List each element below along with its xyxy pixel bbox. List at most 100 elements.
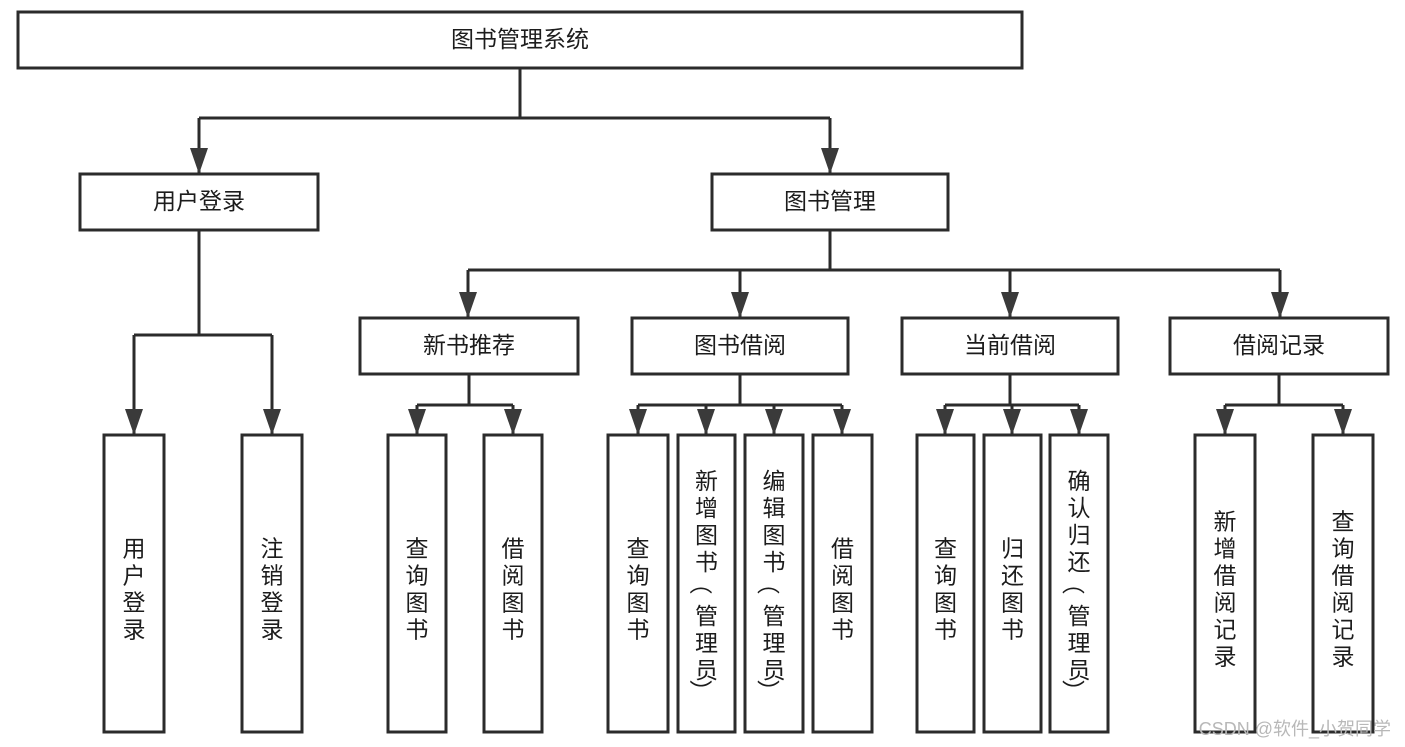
node-label-char: 理 bbox=[695, 630, 718, 656]
arrow-head-icon bbox=[1070, 409, 1088, 435]
node-box-leaf-query-book-current[interactable] bbox=[915, 433, 976, 734]
node-label-root: 图书管理系统 bbox=[451, 26, 589, 52]
node-label-char: 记 bbox=[1332, 617, 1355, 643]
node-label-char: 借 bbox=[502, 536, 525, 562]
node-label-user-login: 用户登录 bbox=[153, 188, 245, 214]
node-label-char: （ bbox=[687, 572, 713, 595]
arrow-head-icon bbox=[504, 409, 522, 435]
node-label-char: 理 bbox=[763, 630, 786, 656]
node-label-char: 用 bbox=[123, 536, 146, 562]
node-label-char: 书 bbox=[763, 549, 786, 575]
node-label-char: 查 bbox=[934, 536, 957, 562]
node-box-leaf-add-record[interactable] bbox=[1193, 433, 1257, 734]
node-label-char: 图 bbox=[502, 590, 525, 616]
node-label-char: ） bbox=[687, 680, 713, 703]
node-label-char: 阅 bbox=[502, 563, 525, 589]
arrow-head-icon bbox=[1271, 292, 1289, 318]
node-box-user-login[interactable] bbox=[78, 172, 320, 232]
node-box-new-book-recommend[interactable] bbox=[358, 316, 580, 376]
node-box-leaf-add-book[interactable] bbox=[676, 433, 737, 734]
node-label-char: 辑 bbox=[763, 495, 786, 521]
node-book-borrow[interactable]: 图书借阅 bbox=[630, 316, 850, 376]
node-user-login[interactable]: 用户登录 bbox=[78, 172, 320, 232]
node-label-char: 员 bbox=[1068, 657, 1091, 683]
arrow-head-icon bbox=[833, 409, 851, 435]
node-label-book-borrow: 图书借阅 bbox=[694, 332, 786, 358]
arrow-head-icon bbox=[190, 148, 208, 174]
node-box-book-borrow[interactable] bbox=[630, 316, 850, 376]
arrow-head-icon bbox=[1001, 292, 1019, 318]
node-label-char: 阅 bbox=[831, 563, 854, 589]
node-label-borrow-record: 借阅记录 bbox=[1233, 332, 1325, 358]
node-label-char: 归 bbox=[1001, 536, 1024, 562]
node-box-leaf-edit-book[interactable] bbox=[743, 433, 805, 734]
node-label-char: 户 bbox=[123, 563, 146, 589]
arrow-head-icon bbox=[1003, 409, 1021, 435]
node-label-char: 书 bbox=[627, 617, 650, 643]
arrow-head-icon bbox=[936, 409, 954, 435]
node-label-char: 图 bbox=[1001, 590, 1024, 616]
arrow-head-icon bbox=[125, 409, 143, 435]
node-box-leaf-query-record[interactable] bbox=[1311, 433, 1375, 734]
node-new-book-recommend[interactable]: 新书推荐 bbox=[358, 316, 580, 376]
node-box-leaf-query-book-borrow[interactable] bbox=[606, 433, 670, 734]
node-current-borrow[interactable]: 当前借阅 bbox=[900, 316, 1120, 376]
node-label-char: 查 bbox=[1332, 509, 1355, 535]
arrow-head-icon bbox=[1334, 409, 1352, 435]
node-label-char: 录 bbox=[123, 617, 146, 643]
node-label-char: 询 bbox=[406, 563, 429, 589]
node-box-leaf-borrow-book[interactable] bbox=[811, 433, 874, 734]
node-label-char: 书 bbox=[831, 617, 854, 643]
node-box-leaf-query-book-rec[interactable] bbox=[386, 433, 448, 734]
node-label-char: 录 bbox=[1214, 644, 1237, 670]
node-label-char: 增 bbox=[1214, 536, 1237, 562]
node-label-char: 管 bbox=[1068, 603, 1091, 629]
node-box-borrow-record[interactable] bbox=[1168, 316, 1390, 376]
node-label-char: 图 bbox=[934, 590, 957, 616]
node-label-char: （ bbox=[1060, 572, 1086, 595]
node-box-current-borrow[interactable] bbox=[900, 316, 1120, 376]
arrow-head-icon bbox=[821, 148, 839, 174]
node-label-char: ） bbox=[755, 680, 781, 703]
node-label-char: 记 bbox=[1214, 617, 1237, 643]
node-label-char: 还 bbox=[1068, 549, 1091, 575]
node-label-char: 查 bbox=[406, 536, 429, 562]
node-label-char: 询 bbox=[1332, 536, 1355, 562]
node-label-char: 图 bbox=[406, 590, 429, 616]
arrow-head-icon bbox=[629, 409, 647, 435]
node-box-leaf-logout[interactable] bbox=[240, 433, 304, 734]
node-box-book-manage[interactable] bbox=[710, 172, 950, 232]
node-borrow-record[interactable]: 借阅记录 bbox=[1168, 316, 1390, 376]
node-box-leaf-borrow-book-rec[interactable] bbox=[482, 433, 544, 734]
node-box-root[interactable] bbox=[16, 10, 1024, 70]
node-box-leaf-confirm-return[interactable] bbox=[1048, 433, 1110, 734]
node-label-char: 管 bbox=[695, 603, 718, 629]
node-label-char: 图 bbox=[763, 522, 786, 548]
node-label-char: 询 bbox=[934, 563, 957, 589]
node-label-char: 图 bbox=[695, 522, 718, 548]
node-label-char: 登 bbox=[261, 590, 284, 616]
node-root[interactable]: 图书管理系统 bbox=[16, 10, 1024, 70]
node-box-leaf-return-book[interactable] bbox=[982, 433, 1043, 734]
node-label-book-manage: 图书管理 bbox=[784, 188, 876, 214]
node-label-char: 新 bbox=[695, 468, 718, 494]
node-label-char: 增 bbox=[695, 495, 718, 521]
node-book-manage[interactable]: 图书管理 bbox=[710, 172, 950, 232]
node-leaf-user-login[interactable]: 用户登录 bbox=[102, 433, 166, 734]
node-label-char: 借 bbox=[1332, 563, 1355, 589]
node-box-leaf-user-login[interactable] bbox=[102, 433, 166, 734]
arrow-head-icon bbox=[1216, 409, 1234, 435]
